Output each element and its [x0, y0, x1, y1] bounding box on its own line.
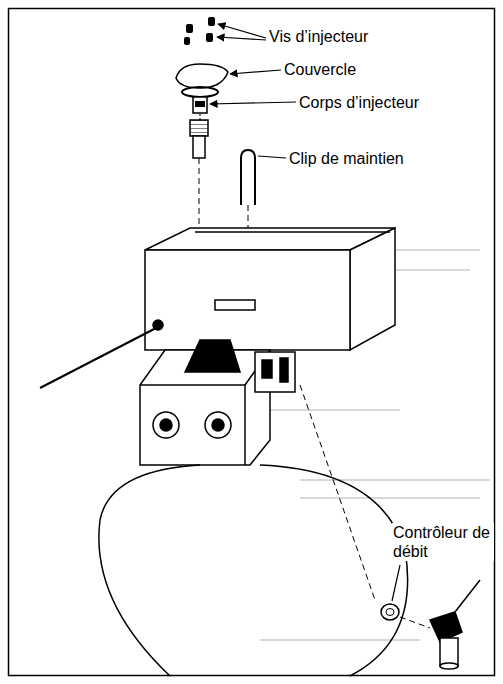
- tank-dome: [99, 465, 408, 676]
- part-label: Vis d’injecteur: [268, 27, 369, 46]
- flow-controller: [386, 609, 394, 616]
- frame: [9, 9, 495, 676]
- valve-body: [140, 340, 295, 465]
- drain-tube: [40, 327, 158, 388]
- part-label: Contrôleur de débit: [392, 523, 494, 561]
- assembly-axis: [400, 617, 430, 628]
- part-label: Corps d’injecteur: [298, 93, 420, 112]
- o-ring: [182, 87, 218, 97]
- control-housing: [145, 228, 395, 350]
- elbow-fitting: [430, 580, 480, 669]
- flow-controller: [381, 604, 399, 620]
- cover: [176, 64, 228, 88]
- injector-screws: [184, 17, 215, 45]
- part-label: Couvercle: [283, 60, 357, 79]
- part-label: Clip de maintien: [288, 149, 405, 168]
- assembly-axis: [300, 385, 375, 600]
